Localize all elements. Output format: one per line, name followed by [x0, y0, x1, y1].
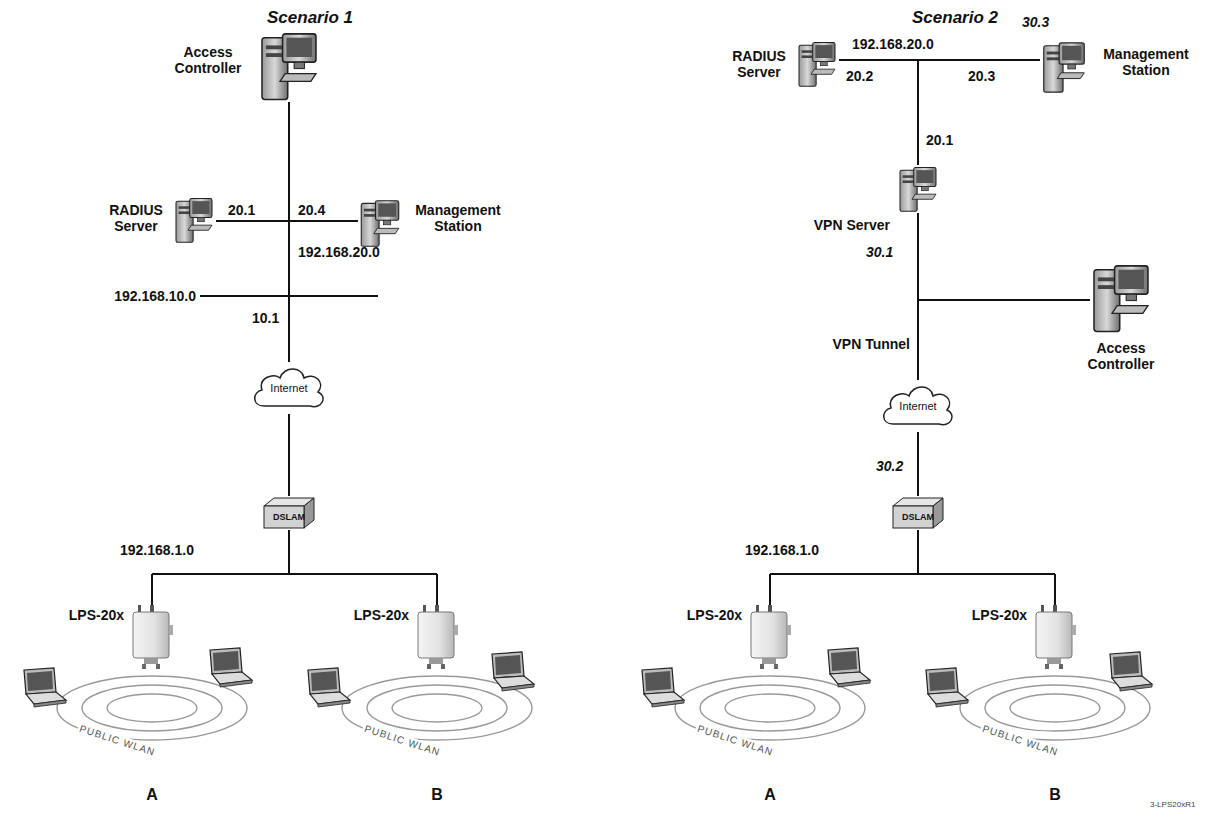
- address-label: 20.3: [968, 68, 995, 84]
- address-label: 20.2: [846, 68, 873, 84]
- lps-icon: [748, 605, 792, 669]
- internet-cloud: Internet: [879, 380, 957, 432]
- address-label: 192.168.20.0: [298, 244, 380, 260]
- node-label: Access Controller: [1076, 340, 1166, 372]
- lps-icon: [1033, 605, 1077, 669]
- pc-icon: [172, 196, 216, 244]
- address-label: 192.168.10.0: [114, 288, 196, 304]
- address-label: 192.168.1.0: [120, 542, 194, 558]
- pc-icon: [795, 40, 839, 88]
- dslam-box: DSLAM: [262, 496, 316, 530]
- computer-node: RADIUS Server: [172, 196, 216, 244]
- network-link: [917, 213, 919, 380]
- node-label: VPN Server: [804, 217, 890, 233]
- network-link: [288, 102, 290, 362]
- computer-node: RADIUS Server: [795, 40, 839, 88]
- node-text-area: Internet: [250, 362, 328, 414]
- address-label: 30.3: [1022, 14, 1049, 30]
- address-label: 20.1: [228, 202, 255, 218]
- node-label: Access Controller: [162, 44, 254, 76]
- access-point-node: LPS-20x: [415, 605, 459, 669]
- network-link: [288, 414, 290, 496]
- node-label: LPS-20x: [662, 607, 742, 623]
- node-text-area: DSLAM: [262, 496, 316, 530]
- lps-icon: [415, 605, 459, 669]
- node-label: Management Station: [410, 202, 506, 234]
- pc-icon: [1040, 40, 1088, 94]
- access-point-node: LPS-20x: [1033, 605, 1077, 669]
- computer-node: Management Station: [1040, 40, 1088, 94]
- address-label: 10.1: [252, 310, 279, 326]
- node-label: LPS-20x: [329, 607, 409, 623]
- access-point-node: LPS-20x: [130, 605, 174, 669]
- computer-node: Access Controller: [258, 30, 320, 102]
- scenario-heading: Scenario 2: [912, 8, 998, 28]
- access-point-node: LPS-20x: [748, 605, 792, 669]
- computer-node: Access Controller: [1090, 262, 1152, 334]
- node-label: RADIUS Server: [104, 202, 168, 234]
- address-label: VPN Tunnel: [832, 336, 910, 352]
- node-text-area: DSLAM: [891, 496, 945, 530]
- address-label: 20.1: [926, 132, 953, 148]
- node-label: Internet: [899, 400, 936, 412]
- site-letter: A: [146, 786, 158, 804]
- computer-node: VPN Server: [896, 165, 940, 213]
- address-label: 20.4: [298, 202, 325, 218]
- site-letter: B: [431, 786, 443, 804]
- pc-icon: [258, 30, 320, 102]
- address-label: 30.2: [876, 458, 903, 474]
- node-label: Internet: [270, 382, 307, 394]
- node-label: Management Station: [1098, 46, 1194, 78]
- site-letter: A: [764, 786, 776, 804]
- node-label: DSLAM: [273, 512, 305, 522]
- pc-icon: [896, 165, 940, 213]
- internet-cloud: Internet: [250, 362, 328, 414]
- computer-node: Management Station: [358, 198, 402, 248]
- lps-icon: [130, 605, 174, 669]
- pc-icon: [1090, 262, 1152, 334]
- address-label: 192.168.20.0: [852, 36, 934, 52]
- node-label: DSLAM: [902, 512, 934, 522]
- node-text-area: Internet: [879, 380, 957, 432]
- node-label: LPS-20x: [947, 607, 1027, 623]
- network-link: [917, 432, 919, 496]
- figure-code: 3-LPS20xR1: [1150, 800, 1195, 809]
- scenario-heading: Scenario 1: [267, 8, 353, 28]
- node-label: LPS-20x: [44, 607, 124, 623]
- dslam-box: DSLAM: [891, 496, 945, 530]
- node-label: RADIUS Server: [727, 48, 791, 80]
- pc-icon: [358, 198, 402, 248]
- address-label: 30.1: [866, 244, 893, 260]
- site-letter: B: [1049, 786, 1061, 804]
- address-label: 192.168.1.0: [745, 542, 819, 558]
